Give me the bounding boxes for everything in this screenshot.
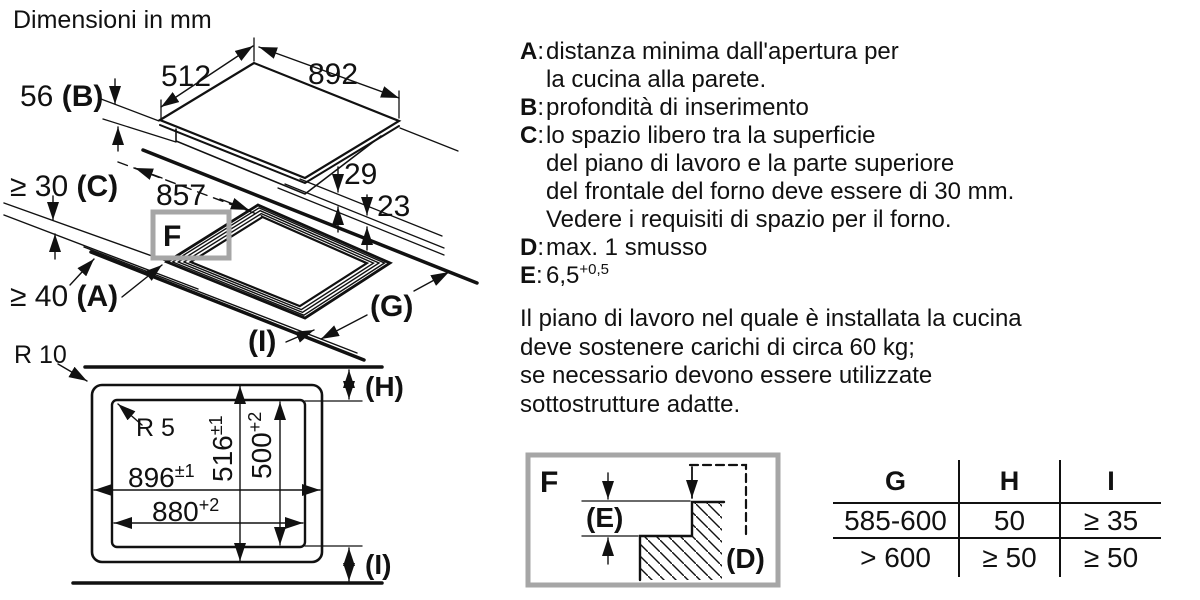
legend-item-c-cont: del frontale del forno deve essere di 30…: [546, 178, 1015, 205]
worktop-front-edge: [89, 250, 366, 362]
dim-label-i-iso: (I): [248, 325, 276, 358]
table-header-row: G H I: [833, 460, 1161, 504]
step-profile: [638, 500, 726, 582]
radius-label-r10: R 10: [14, 341, 67, 369]
e-tolerance-sup: +0,5: [579, 261, 609, 278]
isometric-hob-drawing: [3, 37, 479, 362]
dim-label-40a: ≥ 40 (A): [10, 280, 118, 313]
table-cell: 50: [958, 503, 1060, 539]
dim-label-29: 29: [344, 158, 377, 191]
dim-label-i-cut: (I): [365, 549, 391, 580]
dim-line-512: [160, 45, 254, 108]
wall-line: [3, 214, 199, 290]
dim-label-857: 857: [156, 179, 206, 212]
extension-line: [102, 118, 177, 143]
extension-line: [277, 187, 445, 256]
legend-item-a: A:distanza minima dall'apertura per: [520, 38, 899, 65]
dim-label-30c: ≥ 30 (C): [10, 170, 118, 203]
dim-label-892: 892: [308, 58, 358, 91]
arrow-857-right: [219, 198, 250, 211]
hob-dashed-outline: [688, 463, 748, 538]
arrow-r10: [57, 363, 88, 382]
note-line: Il piano di lavoro nel quale è installat…: [520, 305, 1022, 332]
note-line: deve sostenere carichi di circa 60 kg;: [520, 333, 915, 361]
dim-label-56b: 56 (B): [20, 80, 103, 113]
cutout-step-line: [182, 212, 375, 311]
arrow-i: [285, 329, 315, 343]
legend-item-e: E:6,5+0,5: [520, 261, 609, 289]
table-cell: > 600: [860, 542, 931, 573]
dim-label-500: 500+2: [245, 412, 277, 479]
cutout-opening-outer: [163, 203, 393, 320]
arrow-857-left: [134, 167, 163, 180]
cutout-step-line: [171, 207, 386, 316]
table-cell: ≥ 35: [1059, 503, 1161, 539]
cooktop-flange: [175, 128, 382, 195]
wall-line: [3, 202, 167, 262]
table-header-h: H: [958, 460, 1060, 504]
dim-label-512: 512: [161, 60, 211, 93]
legend-item-c: C:lo spazio libero tra la superficie: [520, 122, 876, 149]
cutout-plan-drawing: [57, 363, 384, 585]
dim-line-892: [258, 46, 400, 99]
table-cell: ≥ 50: [958, 538, 1060, 577]
f-highlight-box: [150, 209, 232, 261]
legend: A:distanza minima dall'apertura per la c…: [520, 38, 1014, 290]
table-cell: 585-600: [833, 503, 959, 539]
dim-label-516: 516±1: [206, 415, 238, 482]
worktop-back-edge: [141, 148, 479, 285]
dim-label-g: (G): [370, 290, 413, 323]
arrow-g-1: [320, 314, 368, 340]
detail-ref-f: F: [163, 220, 181, 253]
cutout-opening-inner: [188, 215, 370, 308]
radius-label-r5: R 5: [136, 414, 175, 442]
dim-label-23: 23: [377, 190, 410, 223]
hatch-region: [640, 502, 722, 580]
page-title: Dimensioni in mm: [13, 6, 212, 34]
note-line: sottostrutture adatte.: [520, 390, 741, 418]
legend-item-c-cont: Vedere i requisiti di spazio per il forn…: [546, 206, 952, 233]
note-line: se necessario devono essere utilizzate: [520, 362, 933, 389]
table-header-g: G: [833, 460, 959, 504]
dim-label-896: 896±1: [128, 461, 195, 493]
detail-f-drawing: [525, 452, 781, 588]
dim-label-880: 880+2: [152, 495, 219, 527]
legend-item-c-cont: del piano di lavoro e la parte superiore: [546, 150, 955, 177]
table-cell: ≥ 50: [1059, 538, 1161, 577]
table-row: > 600 ≥ 50 ≥ 50: [833, 538, 1161, 577]
cutout-step-line: [176, 209, 381, 314]
legend-item-a-cont: la cucina alla parete.: [546, 66, 767, 93]
recess-outline: [90, 383, 324, 564]
arrow-a-1: [69, 258, 95, 286]
table-header-i: I: [1059, 460, 1161, 504]
table-row: 585-600 50 ≥ 35: [833, 503, 1161, 539]
detail-f-title: F: [540, 466, 558, 499]
dim-label-e: (E): [586, 502, 623, 533]
extension-line: [100, 98, 160, 122]
dim-label-h: (H): [365, 371, 404, 402]
dim-label-d: (D): [726, 543, 765, 574]
drawing-labels: 512 892 56 (B) ≥ 30 (C) 857 29 23 F ≥ 40…: [10, 58, 765, 580]
arrow-a-2: [121, 264, 163, 298]
arrow-g-2: [413, 271, 450, 292]
ghi-table: G H I 585-600 50 ≥ 35 > 600 ≥ 50 ≥ 50: [833, 460, 1161, 577]
load-note: Il piano di lavoro nel quale è installat…: [520, 305, 1022, 419]
legend-item-d: D:max. 1 smusso: [520, 234, 708, 261]
extension-line: [399, 127, 459, 152]
extension-line: [284, 183, 445, 249]
legend-item-b: B:profondità di inserimento: [520, 94, 809, 121]
cooktop-glass-edge: [159, 124, 400, 185]
arrow-r5: [117, 403, 143, 426]
cutout-outline: [110, 398, 307, 549]
